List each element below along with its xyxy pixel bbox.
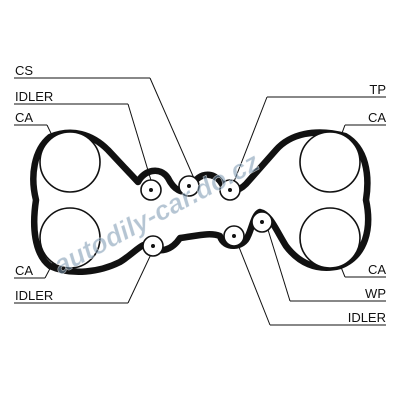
idler-hub-bottom-right (232, 234, 236, 238)
camshaft-pulley-top-right (299, 131, 361, 193)
label-tp: TP (369, 82, 386, 97)
water-pump-hub (260, 220, 264, 224)
tensioner-hub (228, 188, 232, 192)
wp-leader (264, 219, 291, 302)
camshaft-pulley-top-left (39, 131, 101, 193)
cs-leader (149, 77, 197, 184)
label-idler-bottom-left: IDLER (15, 288, 53, 303)
idler-hub-bottom-left (151, 244, 155, 248)
label-wp: WP (365, 286, 386, 301)
crankshaft-hub (187, 184, 191, 188)
label-ca-top-left: CA (15, 110, 33, 125)
idler-bottom-right-leader (234, 236, 271, 326)
label-ca-bottom-right: CA (368, 262, 386, 277)
tp-leader (229, 96, 268, 193)
idler-hub-top-left (149, 188, 153, 192)
label-ca-top-right: CA (368, 110, 386, 125)
label-ca-bottom-left: CA (15, 263, 33, 278)
label-idler-bottom-right: IDLER (348, 310, 386, 325)
label-cs: CS (15, 63, 33, 78)
camshaft-pulley-bottom-left (39, 207, 101, 269)
idler-bottom-left-leader (127, 249, 154, 304)
camshaft-pulley-bottom-right (299, 207, 361, 269)
label-idler-top-left: IDLER (15, 89, 53, 104)
